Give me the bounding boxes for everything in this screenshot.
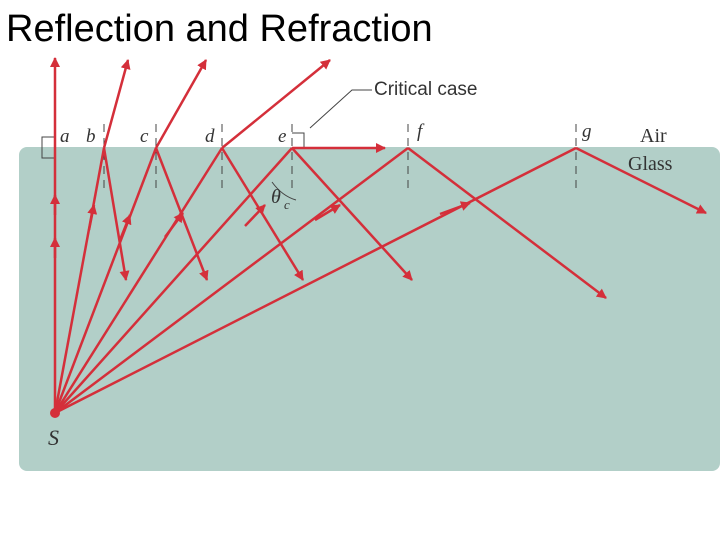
air-label: Air (640, 125, 667, 147)
critical-angle-subscript: c (284, 197, 290, 212)
source-label: S (48, 425, 59, 450)
incident-arrow-e (244, 204, 266, 227)
reflected-ray-e (291, 147, 413, 281)
point-label-d: d (205, 126, 215, 147)
glass-label: Glass (628, 153, 673, 175)
incident-ray-d (53, 147, 224, 414)
incident-ray-f (54, 147, 409, 414)
critical-angle-symbol: θ (271, 186, 281, 208)
point-label-f: f (417, 121, 425, 142)
glass-block (19, 147, 720, 471)
incident-arrow-f (314, 203, 341, 222)
point-label-e: e (278, 126, 286, 147)
point-label-b: b (86, 126, 96, 147)
reflected-ray-g (575, 146, 707, 215)
point-label-c: c (140, 126, 149, 147)
refracted-ray-d (221, 59, 331, 149)
right-angle-e (292, 132, 305, 148)
normal-lines (103, 124, 577, 190)
point-label-g: g (582, 121, 592, 142)
right-angle-a (41, 136, 55, 159)
light-source-dot (50, 408, 60, 418)
incident-arrow-g (439, 201, 471, 216)
critical-angle-arc (271, 181, 297, 201)
reflected-ray-c (154, 147, 209, 281)
incident-ray-e (54, 147, 293, 414)
reflected-ray-f (407, 147, 607, 299)
incident-arrow-c (118, 214, 132, 241)
refracted-ray-c (154, 59, 208, 149)
incident-ray-g (54, 146, 577, 415)
point-label-a: a (60, 126, 70, 147)
incident-ray-b (53, 147, 106, 414)
incident-ray-c (53, 147, 158, 414)
incident-arrow-d (164, 212, 184, 238)
slide-title: Reflection and Refraction (6, 8, 433, 50)
critical-case-leader (309, 89, 372, 129)
critical-case-label: Critical case (374, 79, 477, 100)
reflected-ray-d (220, 147, 305, 281)
rays (50, 57, 707, 415)
refracted-ray-b (102, 59, 131, 149)
incident-arrow-b (87, 204, 98, 231)
reflected-ray-b (102, 147, 130, 281)
